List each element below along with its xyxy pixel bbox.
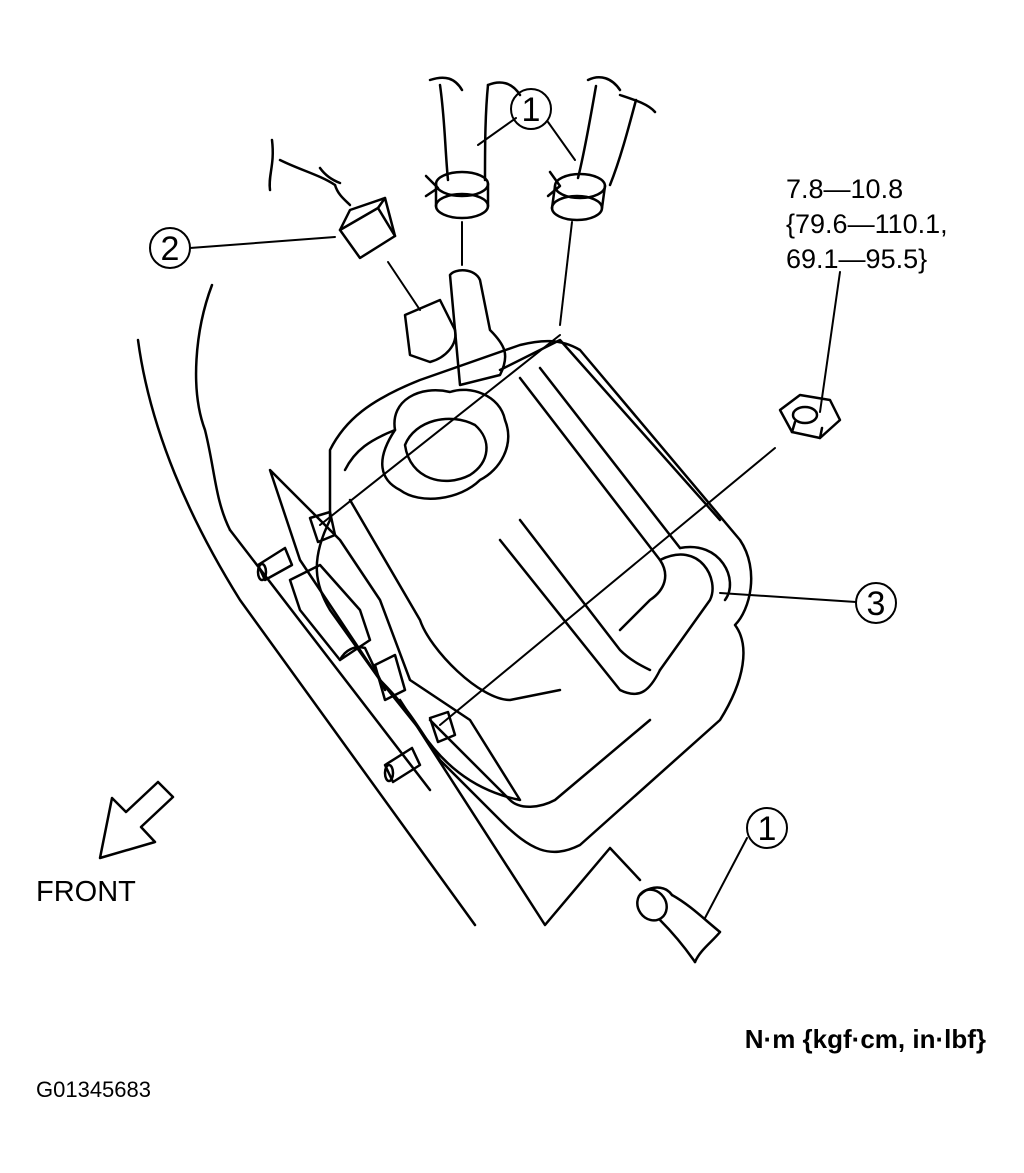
front-arrow-icon <box>98 780 175 860</box>
callout-2-number: 2 <box>161 230 180 268</box>
lower-hose <box>636 886 722 964</box>
figure-id: G01345683 <box>36 1077 151 1102</box>
torque-spec: 7.8—10.8 {79.6—110.1, 69.1—95.5} <box>786 174 948 274</box>
units-label: N·m {kgf·cm, in·lbf} <box>745 1024 986 1054</box>
mounting-bracket <box>256 468 522 802</box>
connector <box>268 138 457 364</box>
callout-1-top-number: 1 <box>522 91 541 129</box>
front-label: FRONT <box>36 876 136 908</box>
callout-1-bottom-number: 1 <box>758 810 777 848</box>
torque-line-1: 7.8—10.8 <box>786 174 903 204</box>
upper-hoses <box>424 76 657 326</box>
callout-2: 2 <box>149 227 191 269</box>
callout-3: 3 <box>855 582 897 624</box>
callout-1-top: 1 <box>510 88 552 130</box>
body-frame-lines <box>136 283 642 927</box>
torque-line-3: 69.1—95.5} <box>786 244 927 274</box>
callout-3-number: 3 <box>867 585 886 623</box>
torque-line-2: {79.6—110.1, <box>786 209 948 239</box>
callout-1-bottom: 1 <box>746 807 788 849</box>
reservoir-tank <box>315 269 753 854</box>
leader-lines <box>189 117 857 919</box>
nut <box>778 393 842 440</box>
